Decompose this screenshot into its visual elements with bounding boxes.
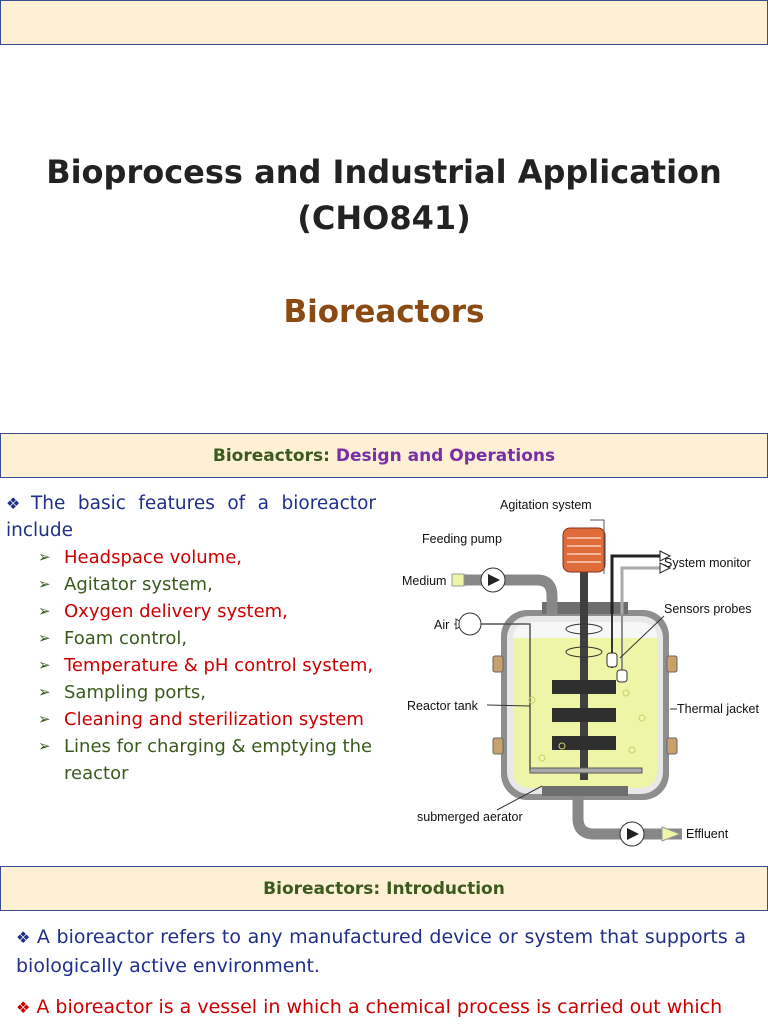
swirl-mark — [565, 623, 603, 635]
leader-line — [486, 704, 531, 707]
introduction-header: Bioreactors: Introduction — [0, 866, 768, 911]
paragraph-text: A bioreactor refers to any manufactured … — [16, 926, 747, 977]
list-item: ➢ Cleaning and sterilization system — [38, 706, 383, 733]
label-reactor-tank: Reactor tank — [407, 699, 479, 713]
top-banner — [0, 0, 768, 45]
feature-text: Temperature & pH control system, — [64, 655, 374, 676]
agitation-bracket — [590, 519, 605, 574]
air-valve-icon — [458, 612, 482, 636]
label-sensors: Sensors probes — [664, 602, 752, 616]
bubble — [638, 714, 646, 722]
arrow-icon — [659, 562, 672, 574]
arrow-bullet-icon: ➢ — [38, 683, 51, 701]
paragraph: ❖ A bioreactor is a vessel in which a che… — [16, 993, 746, 1022]
diamond-bullet-icon: ❖ — [16, 928, 31, 947]
monitor-line — [610, 554, 662, 614]
jacket-lug — [666, 655, 678, 673]
header-title: Bioreactors: Introduction — [263, 878, 505, 899]
feature-text: Cleaning and sterilization system — [64, 709, 364, 730]
bottom-flange — [542, 786, 628, 796]
bubble — [528, 696, 536, 704]
feature-text: Sampling ports, — [64, 682, 206, 703]
pump-arrow — [627, 828, 639, 840]
list-item: ➢ Temperature & pH control system, — [38, 652, 383, 679]
sensor-head — [606, 652, 618, 668]
list-item: ➢ Sampling ports, — [38, 679, 383, 706]
bubble — [558, 742, 566, 750]
arrow-bullet-icon: ➢ — [38, 737, 51, 755]
arrow-bullet-icon: ➢ — [38, 602, 51, 620]
paragraph: ❖A bioreactor refers to any manufactured… — [16, 923, 746, 980]
header-prefix: Bioreactors: — [212, 445, 330, 466]
list-item: ➢ Headspace volume, — [38, 544, 383, 571]
feature-text: Foam control, — [64, 628, 188, 649]
arrow-bullet-icon: ➢ — [38, 629, 51, 647]
arrow-bullet-icon: ➢ — [38, 548, 51, 566]
label-feeding-pump: Feeding pump — [422, 532, 502, 546]
label-aerator: submerged aerator — [417, 810, 523, 824]
course-code: (CHO841) — [297, 199, 471, 237]
list-item: ➢ Lines for charging & emptying the react… — [38, 733, 383, 787]
motor-icon — [562, 527, 606, 573]
jacket-lug — [492, 737, 504, 755]
impeller — [552, 708, 616, 722]
sparger — [529, 767, 643, 774]
arrow-bullet-icon: ➢ — [38, 656, 51, 674]
diamond-bullet-icon: ❖ — [16, 998, 31, 1017]
page-title: Bioprocess and Industrial Application — [46, 153, 722, 191]
slide-subtitle: Bioreactors — [283, 294, 485, 330]
feature-text: Agitator system, — [64, 574, 213, 595]
header-highlight: Design and Operations — [335, 445, 556, 466]
features-intro: ❖The basic features of a bioreactor incl… — [6, 490, 376, 544]
feature-text: Lines for charging & emptying the reacto… — [64, 736, 373, 784]
jacket-lug — [666, 737, 678, 755]
sensor-head — [616, 669, 628, 683]
leader-line — [619, 615, 665, 659]
arrow-bullet-icon: ➢ — [38, 575, 51, 593]
paragraph-text: A bioreactor is a vessel in which a chem… — [36, 996, 723, 1018]
effluent-pipe — [572, 796, 682, 840]
impeller — [552, 736, 616, 750]
pump-arrow — [488, 574, 500, 586]
monitor-line — [620, 566, 662, 614]
agitator-shaft — [580, 560, 588, 780]
bubble — [622, 689, 630, 697]
list-item: ➢ Agitator system, — [38, 571, 383, 598]
feed-pipe — [452, 574, 558, 614]
bioreactor-diagram: Agitation system Feeding pump System mon… — [402, 498, 759, 847]
label-medium: Medium — [402, 574, 446, 588]
leader-line — [496, 785, 543, 811]
label-effluent: Effluent — [686, 827, 729, 841]
jacket-lug — [492, 655, 504, 673]
list-item: ➢ Oxygen delivery system, — [38, 598, 383, 625]
label-air: Air — [434, 618, 449, 632]
effluent-arrow-icon — [661, 826, 682, 842]
medium-arrow-icon — [451, 573, 465, 587]
bubble — [538, 754, 546, 762]
bubble — [628, 746, 636, 754]
arrow-icon — [659, 550, 672, 562]
label-system-monitor: System monitor — [664, 556, 751, 570]
label-thermal-jacket: Thermal jacket — [677, 702, 759, 716]
arrow-bullet-icon: ➢ — [38, 710, 51, 728]
label-agitation: Agitation system — [500, 498, 592, 512]
swirl-mark — [565, 646, 603, 658]
intro-text: The basic features of a bioreactor inclu… — [6, 493, 376, 541]
design-operations-header: Bioreactors: Design and Operations — [0, 433, 768, 478]
feature-text: Oxygen delivery system, — [64, 601, 288, 622]
list-item: ➢ Foam control, — [38, 625, 383, 652]
features-list: ➢ Headspace volume, ➢ Agitator system, ➢ Ox… — [38, 544, 383, 787]
impeller — [552, 680, 616, 694]
feature-text: Headspace volume, — [64, 547, 242, 568]
diamond-bullet-icon: ❖ — [6, 494, 27, 513]
